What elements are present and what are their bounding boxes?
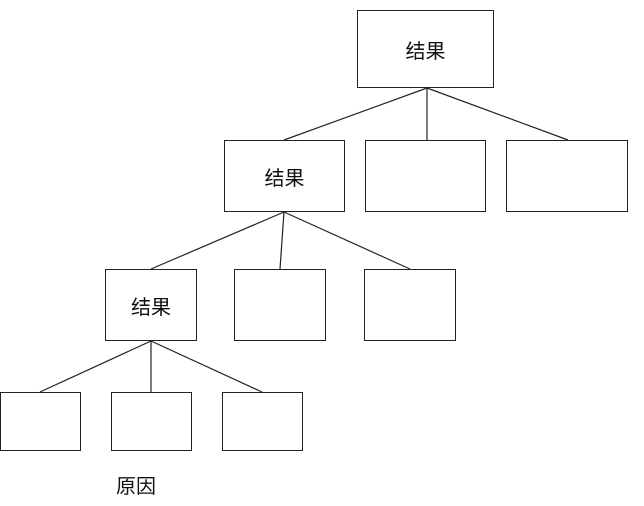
node-empty-level3-right — [364, 269, 456, 341]
node-cause-middle — [111, 392, 192, 451]
connector-l1-l2-left — [283, 87, 428, 141]
connector-l2-l3-right — [283, 211, 411, 270]
cause-caption: 原因 — [116, 474, 156, 498]
node-empty-level3-middle — [234, 269, 326, 341]
connector-l2-l3-left — [150, 211, 285, 270]
node-result-level2: 结果 — [224, 140, 345, 212]
node-result-level3: 结果 — [105, 269, 197, 341]
connector-l1-l2-right — [426, 87, 569, 141]
node-label: 结果 — [131, 294, 171, 319]
node-empty-level2-right — [506, 140, 628, 212]
node-result-top: 结果 — [357, 10, 494, 88]
node-empty-level2-middle — [365, 140, 486, 212]
node-cause-left — [0, 392, 81, 451]
node-cause-right — [222, 392, 303, 451]
node-label: 结果 — [264, 165, 305, 190]
connector-l3-l4-right — [150, 340, 263, 393]
connector-l2-l3-middle — [279, 211, 285, 270]
connector-l3-l4-left — [39, 340, 152, 393]
node-label: 结果 — [405, 38, 446, 63]
